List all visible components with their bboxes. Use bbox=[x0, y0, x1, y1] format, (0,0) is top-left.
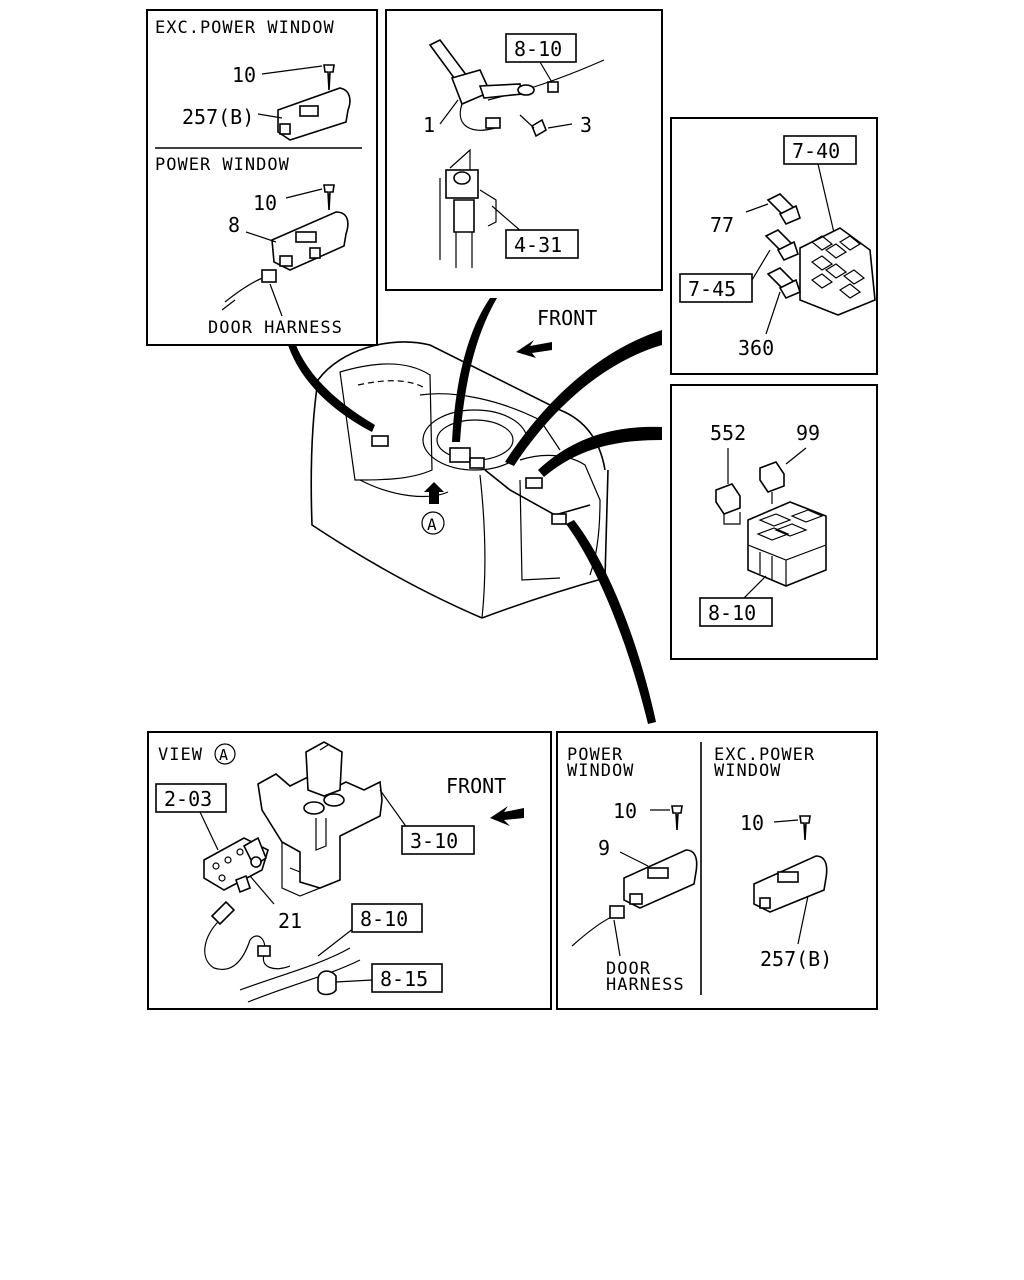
ref-box bbox=[783, 135, 857, 165]
ref-7-40: 7-40 bbox=[792, 139, 840, 163]
door-harness-label: DOOR HARNESS bbox=[208, 318, 343, 338]
window-switch-icon bbox=[753, 855, 828, 913]
harness-wire-icon bbox=[210, 900, 236, 926]
leader-band-top-left bbox=[288, 345, 375, 432]
header-window: WINDOW bbox=[567, 761, 634, 781]
ref-box bbox=[505, 33, 577, 63]
ref-box bbox=[155, 783, 227, 813]
part-257b-label: 257(B) bbox=[760, 947, 832, 971]
part-10-label: 10 bbox=[613, 799, 637, 823]
part-10-label: 10 bbox=[253, 191, 277, 215]
ref-box bbox=[371, 963, 443, 993]
screw-icon bbox=[323, 184, 335, 211]
header-exc-power: EXC.POWER bbox=[714, 745, 815, 765]
ref-7-45: 7-45 bbox=[688, 277, 736, 301]
front-label: FRONT bbox=[537, 306, 597, 330]
part-10-label: 10 bbox=[232, 63, 256, 87]
part-10-label: 10 bbox=[740, 811, 764, 835]
part-9-label: 9 bbox=[598, 836, 610, 860]
header-exc-window: WINDOW bbox=[714, 761, 781, 781]
front-arrow bbox=[490, 806, 524, 826]
part-257b-label: 257(B) bbox=[182, 105, 254, 129]
relay-icon bbox=[759, 461, 785, 493]
leader-band-relay bbox=[505, 330, 662, 466]
part-552-label: 552 bbox=[710, 421, 746, 445]
header-power-window: POWER WINDOW bbox=[155, 155, 290, 175]
ref-box bbox=[351, 903, 423, 933]
panel-door-switch-bottom-right: POWER WINDOW 10 9 DOOR HARNESS EXC.POWER… bbox=[556, 731, 878, 1010]
ref-box bbox=[401, 825, 475, 855]
screw-icon bbox=[531, 118, 547, 138]
view-a-title-marker: A bbox=[219, 746, 228, 764]
panel-view-a: VIEW A FRONT 3-10 2-03 21 bbox=[147, 731, 552, 1010]
ref-3-10: 3-10 bbox=[410, 829, 458, 853]
leader-band-bottom bbox=[566, 520, 656, 724]
ref-box bbox=[679, 273, 753, 303]
relay-block-icon bbox=[799, 227, 876, 316]
view-a-marker: A bbox=[427, 515, 437, 534]
view-a-arrow bbox=[424, 482, 444, 504]
screw-icon bbox=[799, 815, 811, 841]
part-8-label: 8 bbox=[228, 213, 240, 237]
header-power: POWER bbox=[567, 745, 623, 765]
screw-icon bbox=[323, 64, 335, 91]
ref-8-10: 8-10 bbox=[514, 37, 562, 61]
view-a-marker-circle bbox=[421, 511, 445, 535]
panel-door-switch-top-left: EXC.POWER WINDOW 10 257(B) POWER WINDOW … bbox=[146, 9, 378, 346]
leader-band-fuse bbox=[538, 426, 662, 477]
view-a-title: VIEW bbox=[158, 745, 203, 765]
part-77-label: 77 bbox=[710, 213, 734, 237]
header-exc-power-window: EXC.POWER WINDOW bbox=[155, 18, 335, 38]
relay-icon bbox=[715, 483, 741, 515]
screw-icon bbox=[671, 805, 683, 831]
harness-harness-label: HARNESS bbox=[606, 975, 685, 995]
ref-8-10: 8-10 bbox=[360, 907, 408, 931]
part-21-label: 21 bbox=[278, 909, 302, 933]
panel-relay-block: 7-40 77 7-45 360 bbox=[670, 117, 878, 375]
part-99-label: 99 bbox=[796, 421, 820, 445]
harness-door-label: DOOR bbox=[606, 959, 651, 979]
panel-column-switch: 8-10 1 3 4-31 bbox=[385, 9, 663, 291]
dashboard-illustration: FRONT A bbox=[288, 298, 662, 724]
part-3-label: 3 bbox=[580, 113, 592, 137]
ref-box bbox=[699, 597, 773, 627]
part-360-label: 360 bbox=[738, 336, 774, 360]
ref-box bbox=[505, 229, 579, 259]
ref-2-03: 2-03 bbox=[164, 787, 212, 811]
leader-band-column bbox=[452, 298, 497, 442]
ref-4-31: 4-31 bbox=[514, 233, 562, 257]
ref-8-10: 8-10 bbox=[708, 601, 756, 625]
part-1-label: 1 bbox=[423, 113, 435, 137]
front-label: FRONT bbox=[446, 774, 506, 798]
view-a-title-circle bbox=[214, 743, 236, 765]
panel-fuse-box: 552 99 8-10 bbox=[670, 384, 878, 660]
ref-8-15: 8-15 bbox=[380, 967, 428, 991]
front-arrow bbox=[516, 340, 552, 358]
